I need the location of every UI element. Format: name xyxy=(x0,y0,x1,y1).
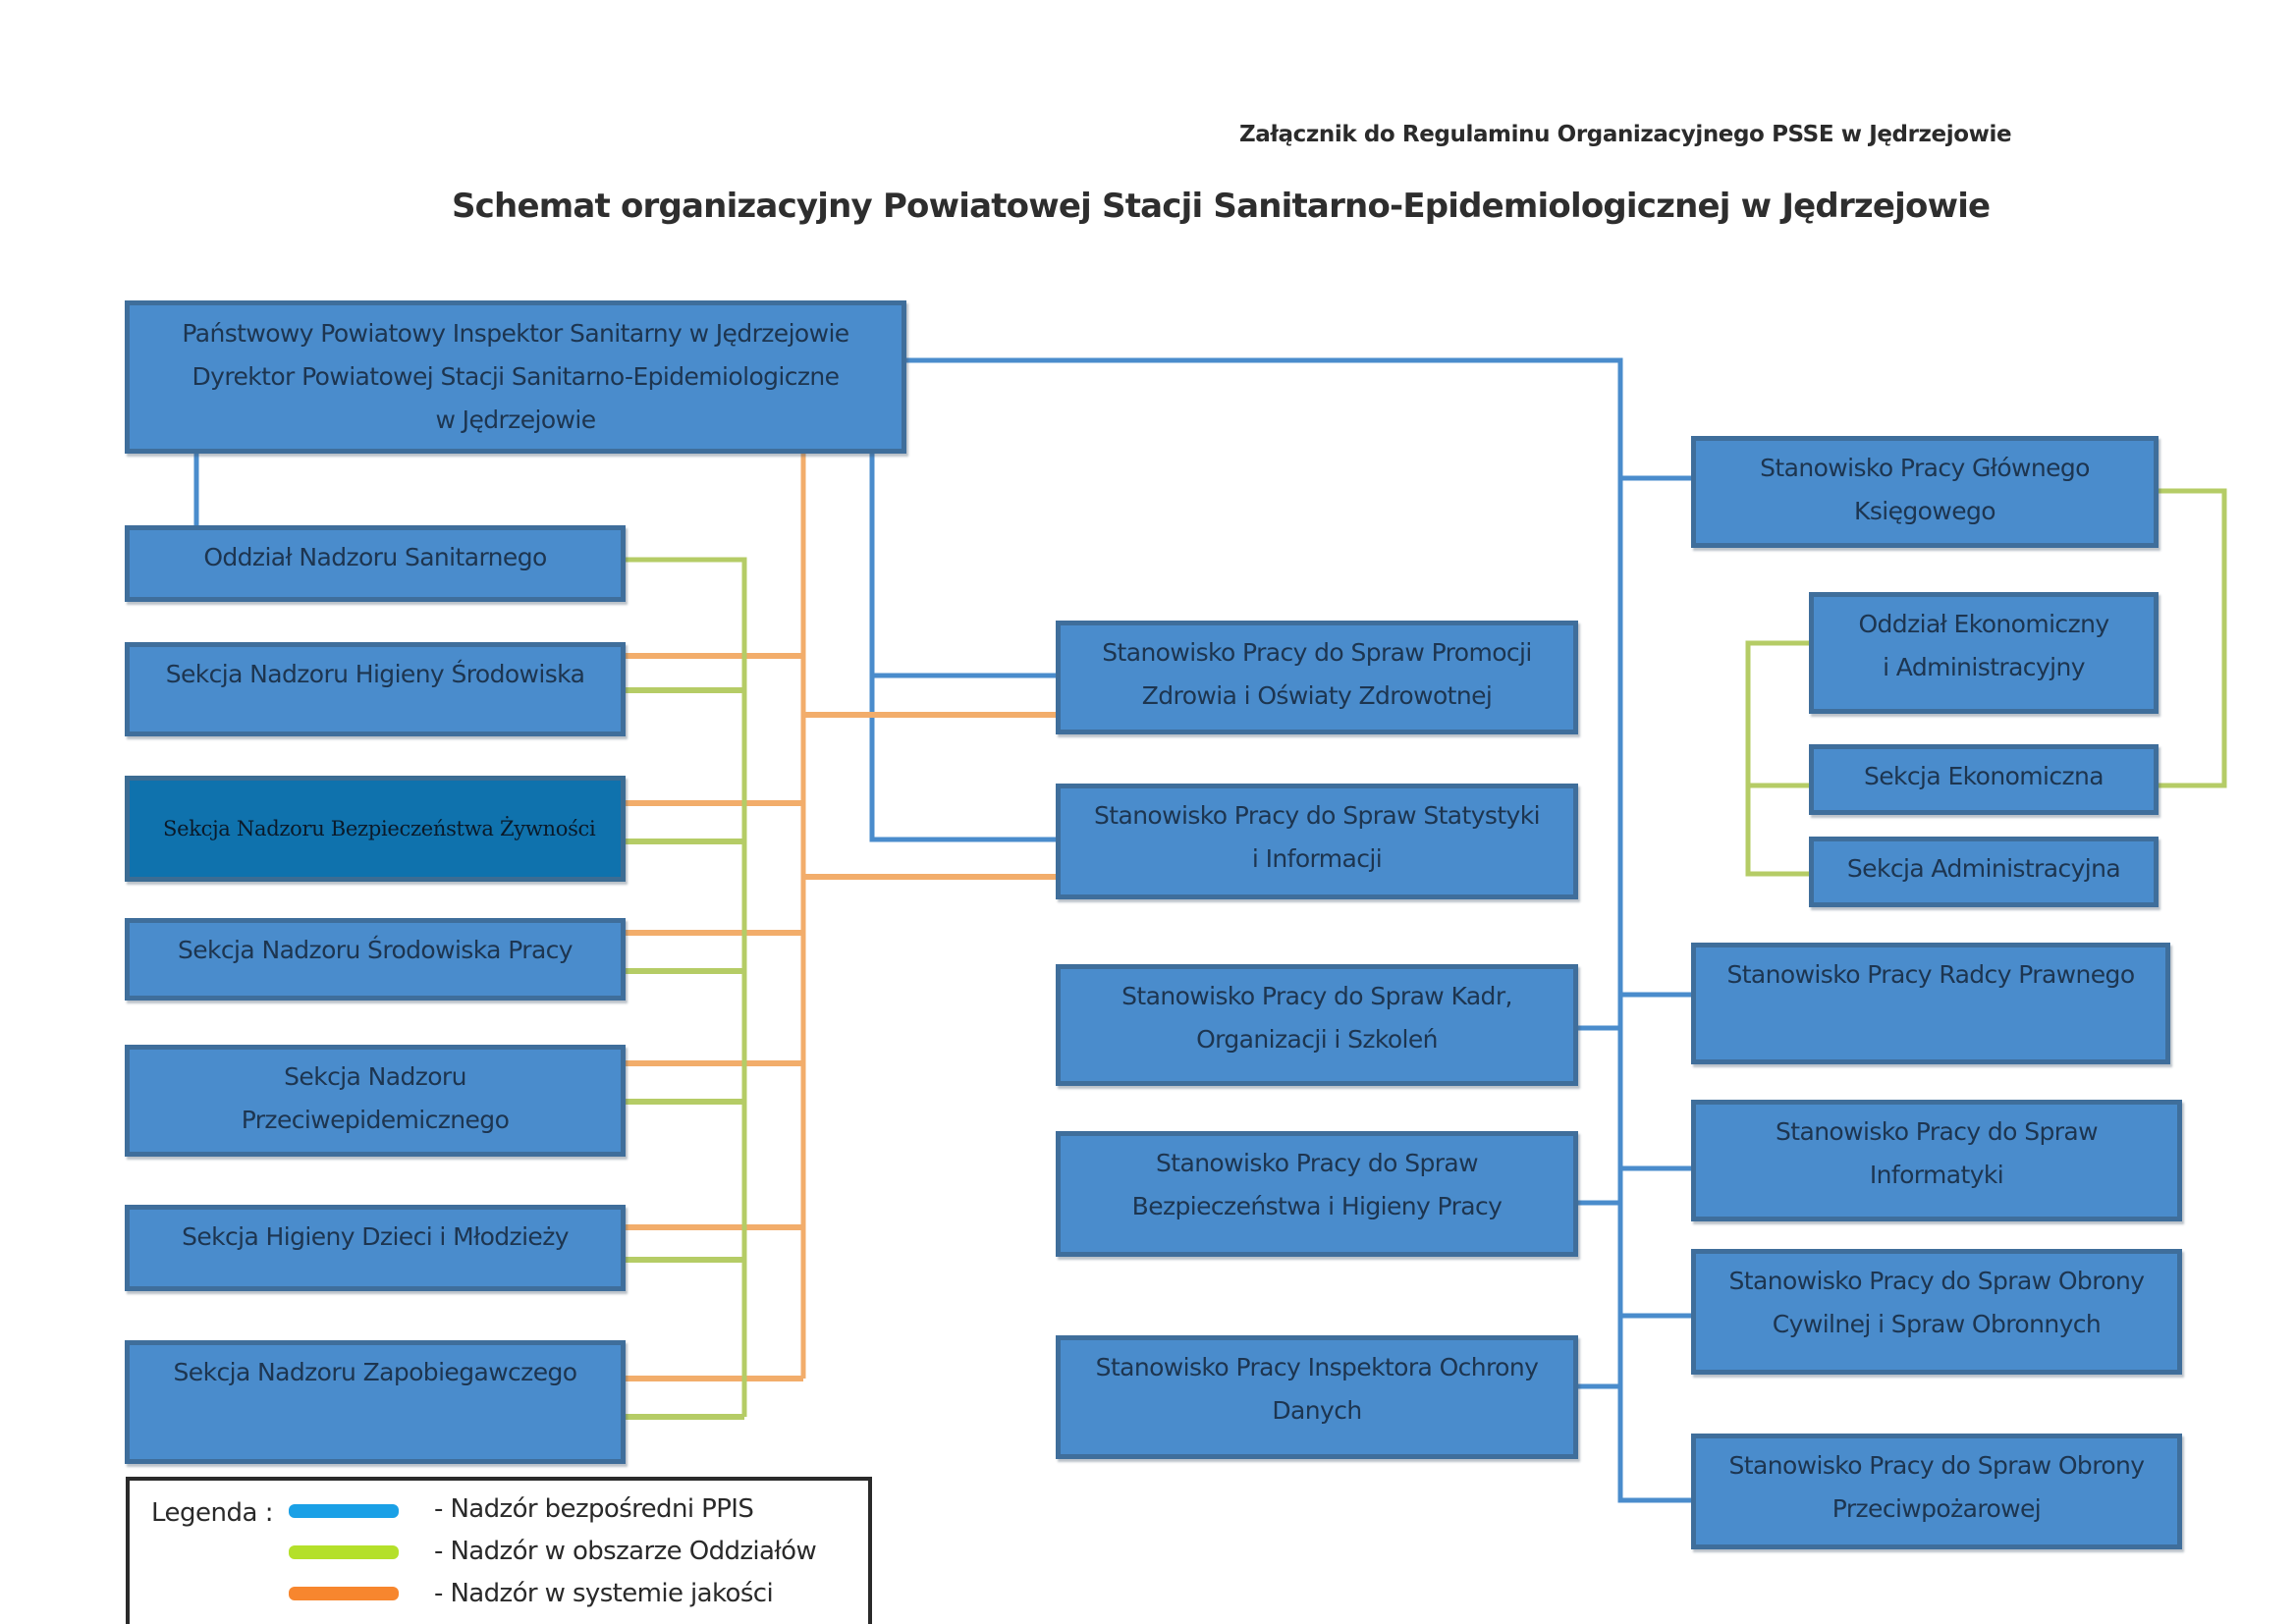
legend-label-direct: - Nadzór bezpośredni PPIS xyxy=(434,1494,754,1524)
unit-label: Oddział Ekonomiczny i Administracyjny xyxy=(1858,610,2109,681)
unit-sekcja-bezpieczenstwa-zywnosci[interactable]: Sekcja Nadzoru Bezpieczeństwa Żywności xyxy=(125,776,626,882)
unit-sekcja-ekonomiczna[interactable]: Sekcja Ekonomiczna xyxy=(1809,744,2159,815)
unit-sekcja-higieny-dzieci[interactable]: Sekcja Higieny Dzieci i Młodzieży xyxy=(125,1205,626,1291)
legend-swatch-departments xyxy=(289,1545,399,1559)
legend-title: Legenda : xyxy=(151,1498,273,1528)
unit-label: Sekcja Administracyjna xyxy=(1846,854,2121,883)
unit-label: Stanowisko Pracy do Spraw Bezpieczeństwa… xyxy=(1131,1149,1503,1220)
unit-label: Sekcja Nadzoru Higieny Środowiska xyxy=(165,660,585,688)
legend-label-departments: - Nadzór w obszarze Oddziałów xyxy=(434,1537,817,1566)
document-title: Schemat organizacyjny Powiatowej Stacji … xyxy=(452,187,1991,226)
unit-iod[interactable]: Stanowisko Pracy Inspektora Ochrony Dany… xyxy=(1056,1335,1578,1459)
unit-oddzial-nadzoru-sanitarnego[interactable]: Oddział Nadzoru Sanitarnego xyxy=(125,525,626,602)
director-box[interactable]: Państwowy Powiatowy Inspektor Sanitarny … xyxy=(125,300,906,454)
unit-label: Sekcja Higieny Dzieci i Młodzieży xyxy=(182,1222,569,1251)
line-director-to-middle-top xyxy=(869,449,1061,842)
unit-sekcja-przeciwepidemiczna[interactable]: Sekcja Nadzoru Przeciwepidemicznego xyxy=(125,1045,626,1157)
unit-label: Stanowisko Pracy do Spraw Informatyki xyxy=(1776,1117,2099,1189)
green-bracket-right xyxy=(2158,488,2227,788)
unit-oddzial-ekonomiczny[interactable]: Oddział Ekonomiczny i Administracyjny xyxy=(1809,592,2159,714)
legend-label-quality: - Nadzór w systemie jakości xyxy=(434,1579,774,1608)
quality-system-lines xyxy=(625,452,1058,1381)
unit-informatyka[interactable]: Stanowisko Pracy do Spraw Informatyki xyxy=(1691,1100,2182,1221)
unit-label: Stanowisko Pracy do Spraw Obrony Cywilne… xyxy=(1728,1267,2146,1338)
unit-label: Sekcja Nadzoru Bezpieczeństwa Żywności xyxy=(163,817,596,840)
unit-radca-prawny[interactable]: Stanowisko Pracy Radcy Prawnego xyxy=(1691,943,2170,1064)
unit-ochrona-ppoz[interactable]: Stanowisko Pracy do Spraw Obrony Przeciw… xyxy=(1691,1434,2182,1549)
unit-sekcja-srodowiska-pracy[interactable]: Sekcja Nadzoru Środowiska Pracy xyxy=(125,918,626,1001)
unit-label: Sekcja Nadzoru Przeciwepidemicznego xyxy=(241,1062,510,1134)
unit-statystyka[interactable]: Stanowisko Pracy do Spraw Statystyki i I… xyxy=(1056,784,1578,899)
unit-label: Stanowisko Pracy Głównego Księgowego xyxy=(1760,454,2090,525)
unit-label: Stanowisko Pracy do Spraw Statystyki i I… xyxy=(1094,801,1541,873)
unit-promocja-zdrowia[interactable]: Stanowisko Pracy do Spraw Promocji Zdrow… xyxy=(1056,621,1578,734)
unit-label: Oddział Nadzoru Sanitarnego xyxy=(203,543,547,571)
document-subtitle: Załącznik do Regulaminu Organizacyjnego … xyxy=(1239,122,2012,147)
unit-label: Stanowisko Pracy Radcy Prawnego xyxy=(1726,960,2135,989)
unit-kadry[interactable]: Stanowisko Pracy do Spraw Kadr, Organiza… xyxy=(1056,964,1578,1086)
green-trunk-left xyxy=(625,557,747,1417)
line-director-to-right-bus xyxy=(902,357,1623,1503)
unit-glowny-ksiegowy[interactable]: Stanowisko Pracy Głównego Księgowego xyxy=(1691,436,2159,548)
unit-label: Sekcja Ekonomiczna xyxy=(1863,762,2105,790)
unit-label: Stanowisko Pracy do Spraw Promocji Zdrow… xyxy=(1102,638,1532,710)
unit-sekcja-higieny-srodowiska[interactable]: Sekcja Nadzoru Higieny Środowiska xyxy=(125,642,626,736)
unit-label: Sekcja Nadzoru Zapobiegawczego xyxy=(173,1358,578,1386)
unit-label: Sekcja Nadzoru Środowiska Pracy xyxy=(177,936,574,964)
unit-sekcja-administracyjna[interactable]: Sekcja Administracyjna xyxy=(1809,837,2159,907)
direct-supervision-lines xyxy=(193,357,1702,1503)
unit-sekcja-zapobiegawcza[interactable]: Sekcja Nadzoru Zapobiegawczego xyxy=(125,1340,626,1464)
unit-label: Stanowisko Pracy do Spraw Obrony Przeciw… xyxy=(1728,1451,2146,1523)
legend: Legenda : - Nadzór bezpośredni PPIS - Na… xyxy=(126,1477,872,1624)
legend-swatch-direct xyxy=(289,1504,399,1518)
departments-lines xyxy=(625,488,2227,1420)
green-bracket-left xyxy=(1745,640,1812,877)
director-label: Państwowy Powiatowy Inspektor Sanitarny … xyxy=(182,319,849,434)
unit-bhp[interactable]: Stanowisko Pracy do Spraw Bezpieczeństwa… xyxy=(1056,1131,1578,1257)
unit-label: Stanowisko Pracy Inspektora Ochrony Dany… xyxy=(1095,1353,1539,1425)
unit-label: Stanowisko Pracy do Spraw Kadr, Organiza… xyxy=(1121,982,1512,1054)
legend-swatch-quality xyxy=(289,1587,399,1600)
unit-obrona-cywilna[interactable]: Stanowisko Pracy do Spraw Obrony Cywilne… xyxy=(1691,1249,2182,1375)
